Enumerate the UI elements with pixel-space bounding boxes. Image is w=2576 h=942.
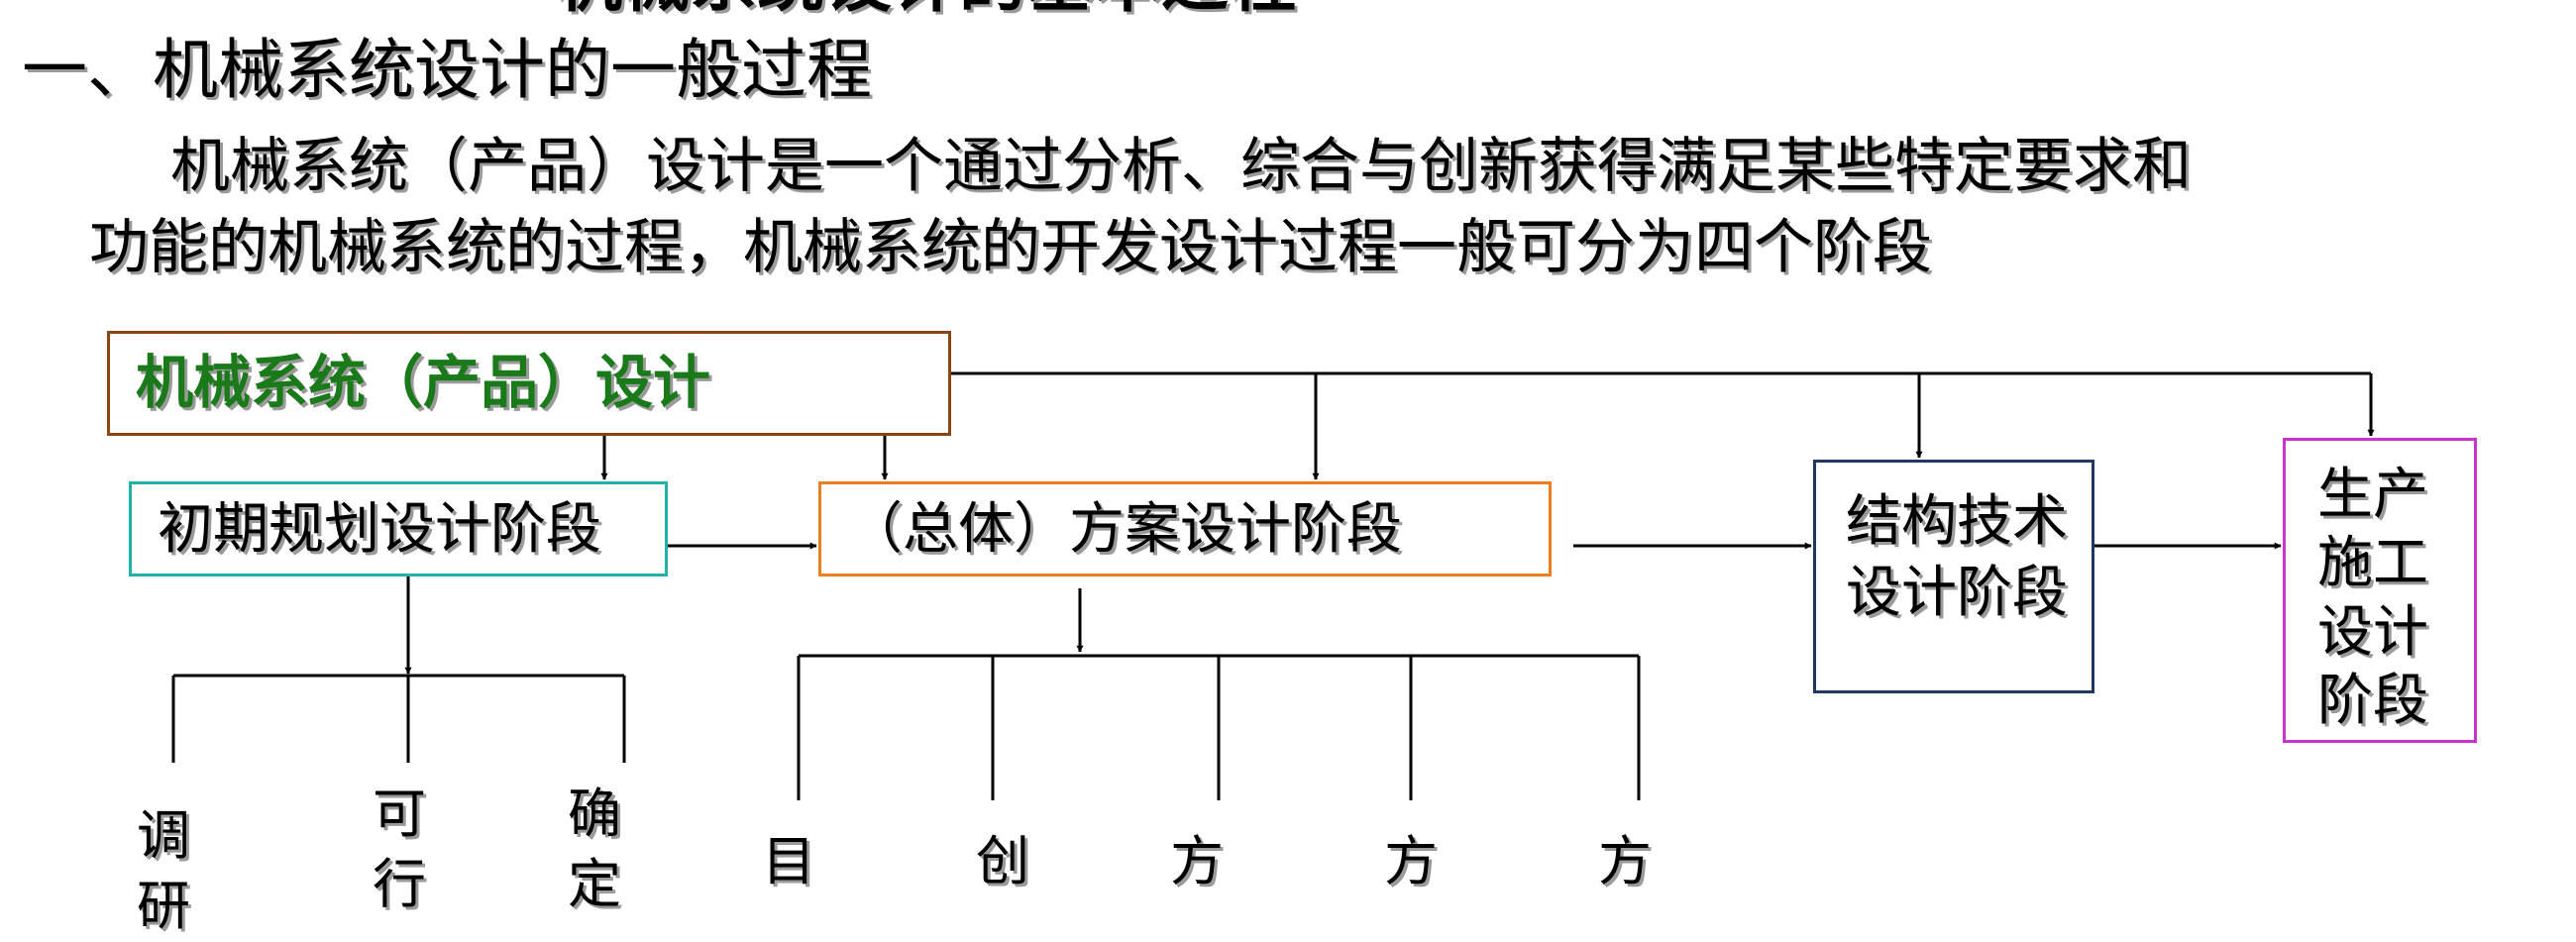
stage-2-child-label: 创	[976, 830, 1029, 892]
root-design-label: 机械系统（产品）设计	[136, 349, 711, 416]
stage-2-child-label: 方	[1170, 830, 1224, 892]
stage-initial-planning-label: 初期规划设计阶段	[158, 497, 601, 562]
stage-production-design-label: 生产 施工 设计 阶段	[2317, 463, 2428, 734]
stage-2-child-label: 目	[762, 830, 815, 892]
stage-structural-design-box: 结构技术设计阶段	[1813, 460, 2094, 693]
stage-2-child-label: 方	[1384, 830, 1438, 892]
stage-1-child-label: 可 行	[373, 783, 426, 916]
stage-production-design-box: 生产 施工 设计 阶段	[2283, 438, 2477, 743]
flowchart-connectors	[171, 371, 2375, 800]
page-title: 机械系统设计的基本过程	[555, 0, 1296, 16]
stage-scheme-design-label: （总体）方案设计阶段	[847, 497, 1402, 562]
root-design-box: 机械系统（产品）设计	[107, 331, 951, 436]
stage-structural-design-label: 结构技术设计阶段	[1846, 489, 2068, 625]
stage-2-child-label: 方	[1598, 830, 1652, 892]
section-heading: 一、机械系统设计的一般过程	[22, 32, 872, 108]
intro-line-2: 功能的机械系统的过程，机械系统的开发设计过程一般可分为四个阶段	[89, 213, 1932, 282]
stage-scheme-design-box: （总体）方案设计阶段	[818, 481, 1552, 576]
stage-initial-planning-box: 初期规划设计阶段	[129, 481, 668, 576]
intro-line-1: 机械系统（产品）设计是一个通过分析、综合与创新获得满足某些特定要求和	[170, 132, 2192, 201]
stage-1-child-label: 调 研	[137, 804, 190, 938]
stage-1-child-label: 确 定	[568, 783, 621, 916]
